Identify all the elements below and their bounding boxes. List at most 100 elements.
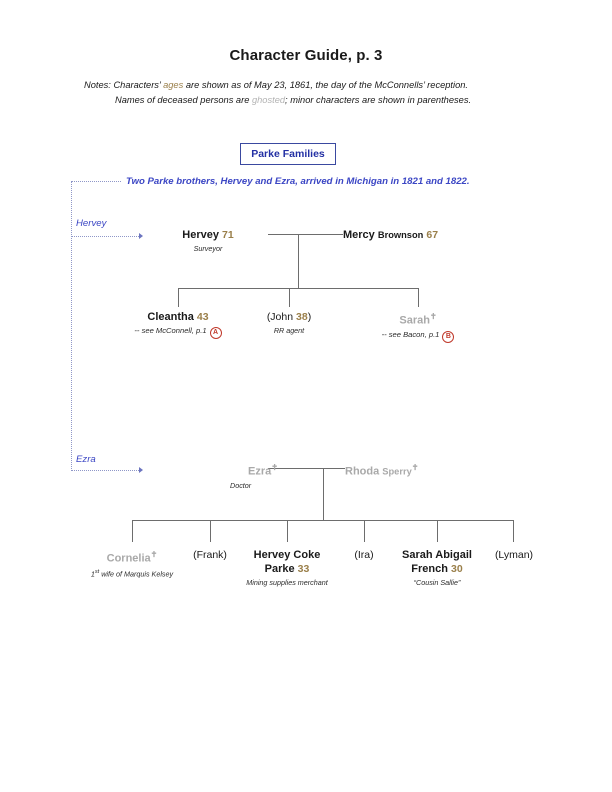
child-drop-sarah-abigail: [437, 520, 438, 542]
person-given: (John: [266, 311, 294, 323]
person-age: 43: [196, 311, 209, 323]
sibling-bar-hervey: [178, 288, 418, 289]
sibling-bar-ezra: [132, 520, 514, 521]
person-mercy-brownson: Mercy Brownson 67: [343, 228, 473, 242]
person-subtitle: 1st wife of Marquis Kelsey: [72, 567, 192, 579]
child-drop-ira: [364, 520, 365, 542]
person-given: Hervey Coke: [253, 549, 321, 561]
person-paren-close: ): [307, 311, 312, 323]
person-name: Cornelia✝: [72, 548, 192, 566]
person-name: Cleantha 43: [118, 310, 238, 324]
person-name-second-line: French 30: [382, 562, 492, 576]
notes-line1-part2: are shown as of May 23, 1861, the day of…: [183, 80, 469, 90]
person-age: 71: [222, 229, 234, 241]
section-title-box: Parke Families: [240, 143, 336, 165]
person-surname: Brownson: [377, 230, 424, 240]
person-given: Sarah: [399, 314, 430, 327]
notes-block: Notes: Characters’ ages are shown as of …: [84, 78, 534, 108]
person-name: Sarah Abigail: [382, 548, 492, 562]
person-given-2: French: [411, 563, 448, 575]
person-given: Sarah Abigail: [402, 549, 472, 561]
deceased-dagger-icon: ✝: [271, 463, 278, 472]
person-subtitle: Surveyor: [193, 244, 223, 253]
person-name: (John 38): [239, 310, 339, 324]
crossref-marker-b: B: [442, 330, 455, 343]
branch-label-hervey: Hervey: [76, 218, 107, 229]
person-given: Rhoda: [345, 465, 380, 478]
person-surname: Sperry: [382, 466, 412, 477]
intro-note: Two Parke brothers, Hervey and Ezra, arr…: [126, 176, 470, 187]
section-title-label: Parke Families: [251, 148, 325, 160]
person-sarah-abigail-french: Sarah Abigail French 30 “Cousin Sallie”: [382, 548, 492, 588]
person-age: 30: [451, 563, 463, 575]
branch-bracket-vertical: [71, 181, 72, 471]
child-drop-lyman: [513, 520, 514, 542]
child-drop-hervey-coke: [287, 520, 288, 542]
child-drop-cornelia: [132, 520, 133, 542]
person-given: Hervey: [182, 229, 219, 241]
page-title: Character Guide, p. 3: [229, 47, 383, 64]
branch-arrow-hervey-icon: [139, 233, 143, 239]
person-age: 67: [426, 229, 439, 241]
person-cornelia: Cornelia✝ 1st wife of Marquis Kelsey: [72, 548, 192, 579]
person-hervey-coke-parke: Hervey Coke Parke 33 Mining supplies mer…: [232, 548, 342, 588]
branch-bracket-arm-hervey: [71, 236, 139, 237]
person-name: Hervey Coke: [232, 548, 342, 562]
descent-line-hervey: [298, 234, 299, 288]
person-age: 33: [297, 563, 310, 575]
branch-bracket-arm-ezra: [71, 470, 139, 471]
marriage-line-hervey: [268, 234, 343, 235]
notes-ages-keyword: ages: [163, 80, 184, 90]
subtitle-pre: 1: [90, 569, 95, 579]
notes-line2-part1: Names of deceased persons are: [115, 95, 252, 105]
child-drop-john: [289, 288, 290, 307]
person-name: Rhoda Sperry✝: [345, 461, 475, 479]
deceased-dagger-icon: ✝: [429, 312, 437, 321]
notes-line2-part2: ; minor characters are shown in parenthe…: [285, 95, 472, 105]
subtitle-post: wife of Marquis Kelsey: [99, 569, 174, 579]
person-name: Sarah✝: [368, 310, 468, 328]
branch-arrow-ezra-icon: [139, 467, 143, 473]
crossref-text: -- see McConnell, p.1: [134, 326, 207, 335]
person-ezra-parke: Ezra✝ Doctor: [188, 461, 278, 491]
person-name: Ezra✝: [188, 461, 278, 479]
person-lyman: (Lyman): [474, 548, 554, 562]
crossref-text: -- see Bacon, p.1: [381, 329, 440, 339]
person-subtitle: Doctor: [230, 480, 252, 490]
branch-label-ezra: Ezra: [76, 454, 96, 465]
person-given: Cornelia: [106, 552, 151, 565]
person-john: (John 38) RR agent: [239, 310, 339, 336]
person-subtitle: RR agent: [273, 326, 305, 335]
person-name-second-line: Parke 33: [232, 562, 342, 576]
child-drop-frank: [210, 520, 211, 542]
person-age: 38: [296, 311, 308, 323]
marriage-line-ezra: [268, 468, 345, 469]
person-hervey-parke: Hervey 71 Surveyor: [148, 228, 268, 254]
deceased-dagger-icon: ✝: [411, 463, 419, 472]
descent-line-ezra: [323, 468, 324, 520]
person-name: (Frank): [193, 549, 227, 561]
person-name: (Lyman): [494, 549, 534, 561]
person-given-2: Parke: [264, 563, 295, 575]
crossref-marker-a: A: [209, 327, 222, 339]
child-drop-sarah: [418, 288, 419, 307]
person-name: (Ira): [354, 549, 374, 561]
person-ira: (Ira): [326, 548, 402, 562]
notes-ghosted-keyword: ghosted: [251, 95, 286, 105]
notes-line1-part1: Characters’: [113, 80, 164, 90]
person-given: Ezra: [248, 465, 272, 478]
branch-bracket-arm-top: [71, 181, 121, 182]
subtitle-ordinal: st: [94, 568, 100, 575]
person-given: Cleantha: [147, 311, 194, 323]
person-name: Mercy Brownson 67: [343, 228, 473, 242]
person-subtitle: “Cousin Sallie”: [413, 578, 461, 587]
person-rhoda-sperry: Rhoda Sperry✝: [345, 461, 475, 479]
notes-line2: Names of deceased persons are ghosted; m…: [115, 93, 534, 108]
person-name: Hervey 71: [148, 228, 268, 242]
person-subtitle: Mining supplies merchant: [246, 578, 328, 587]
